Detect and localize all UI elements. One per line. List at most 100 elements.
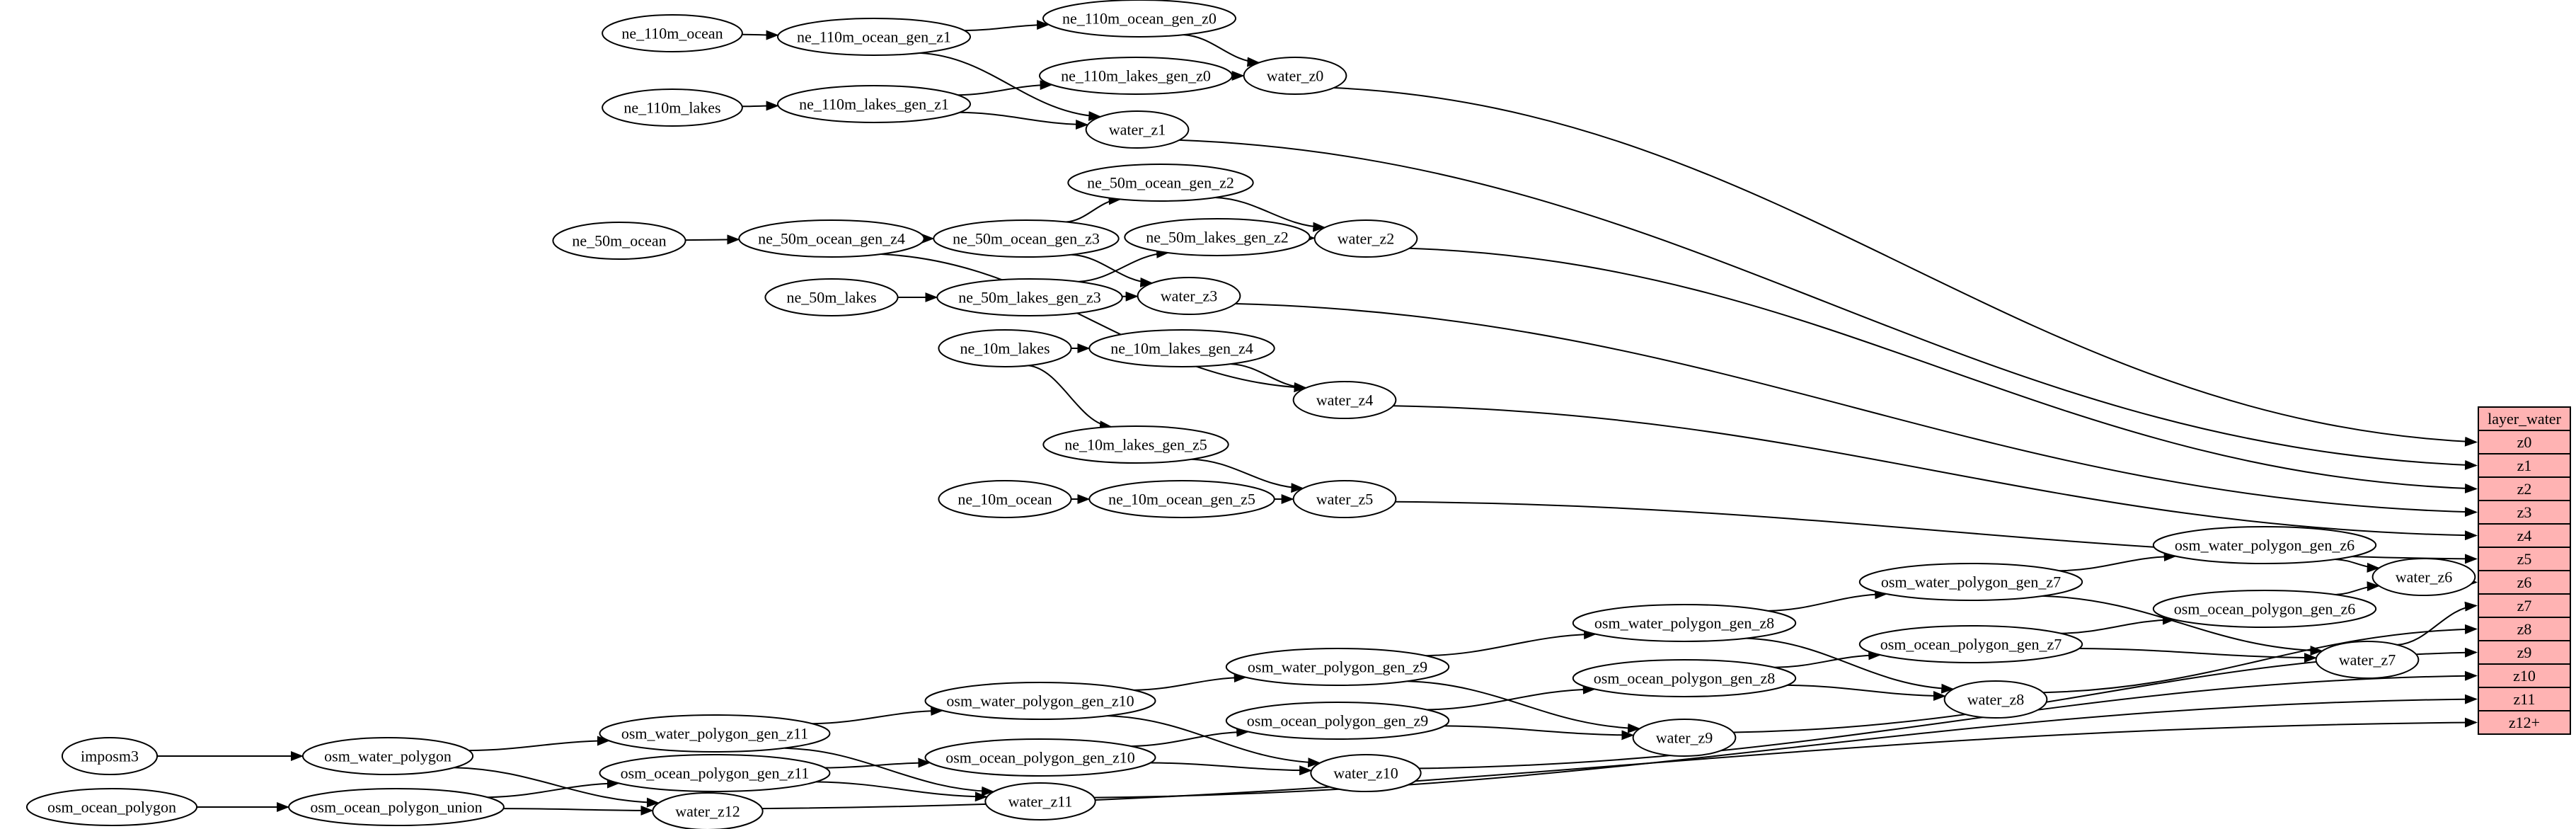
node-label-ne_10m_lakes_gen_z4: ne_10m_lakes_gen_z4 <box>1110 339 1253 357</box>
node-shape-water_z4 <box>1292 381 1397 419</box>
edge-water_z3-to-layer_water-z3 <box>1235 303 2478 518</box>
node-ne_50m_ocean_gen_z3: ne_50m_ocean_gen_z3 <box>933 219 1120 258</box>
node-shape-osm_ocean_polygon_gen_z6 <box>2152 590 2377 628</box>
node-ne_110m_ocean_gen_z1: ne_110m_ocean_gen_z1 <box>777 18 971 56</box>
node-label-water_z11: water_z11 <box>1008 792 1073 810</box>
node-water_z7: water_z7 <box>2315 641 2420 679</box>
node-osm_water_polygon_gen_z10: osm_water_polygon_gen_z10 <box>924 682 1156 720</box>
edge-osm_water_polygon-to-water_z12 <box>454 767 660 808</box>
node-shape-osm_water_polygon_gen_z6 <box>2152 526 2377 564</box>
node-label-ne_110m_ocean_gen_z0: ne_110m_ocean_gen_z0 <box>1062 9 1217 27</box>
edge-osm_ocean_polygon_gen_z7-to-water_z7 <box>2078 648 2317 663</box>
record-row-cell-z3 <box>2478 500 2571 525</box>
node-shape-osm_water_polygon <box>301 737 474 775</box>
node-water_z3: water_z3 <box>1137 277 1241 315</box>
node-osm_ocean_polygon: osm_ocean_polygon <box>25 788 198 826</box>
node-water_z11: water_z11 <box>984 782 1096 821</box>
node-shape-ne_10m_ocean_gen_z5 <box>1088 480 1275 518</box>
node-label-ne_110m_lakes_gen_z1: ne_110m_lakes_gen_z1 <box>799 95 949 113</box>
node-shape-water_z5 <box>1292 480 1397 518</box>
edge-osm_ocean_polygon_gen_z8-to-osm_ocean_polygon_gen_z7 <box>1774 650 1882 668</box>
node-ne_50m_ocean_gen_z4: ne_50m_ocean_gen_z4 <box>738 219 925 258</box>
node-label-ne_110m_lakes_gen_z0: ne_110m_lakes_gen_z0 <box>1061 67 1211 84</box>
edge-ne_110m_ocean_gen_z0-to-water_z0 <box>1183 34 1260 67</box>
node-ne_110m_lakes: ne_110m_lakes <box>602 88 743 127</box>
edge-osm_water_polygon_gen_z11-to-water_z11 <box>784 747 995 796</box>
edge-osm_ocean_polygon_gen_z6-to-water_z6 <box>2335 581 2380 595</box>
node-ne_50m_ocean: ne_50m_ocean <box>552 222 686 260</box>
node-water_z10: water_z10 <box>1310 754 1422 792</box>
node-shape-osm_water_polygon_gen_z7 <box>1858 563 2083 601</box>
record-row-label-z9: z9 <box>2517 644 2532 661</box>
node-ne_10m_ocean: ne_10m_ocean <box>938 480 1072 518</box>
edge-ne_10m_lakes_gen_z5-to-water_z5 <box>1191 458 1304 493</box>
node-ne_10m_lakes_gen_z5: ne_10m_lakes_gen_z5 <box>1042 425 1229 464</box>
node-ne_50m_lakes_gen_z2: ne_50m_lakes_gen_z2 <box>1124 218 1311 256</box>
node-osm_ocean_polygon_gen_z8: osm_ocean_polygon_gen_z8 <box>1572 659 1797 697</box>
node-osm_ocean_polygon_gen_z11: osm_ocean_polygon_gen_z11 <box>599 754 831 792</box>
node-label-ne_10m_ocean_gen_z5: ne_10m_ocean_gen_z5 <box>1108 490 1255 508</box>
node-shape-imposm3 <box>61 737 159 775</box>
node-shape-osm_ocean_polygon_gen_z9 <box>1225 702 1450 740</box>
node-label-osm_ocean_polygon_gen_z7: osm_ocean_polygon_gen_z7 <box>1880 635 2062 653</box>
node-shape-osm_water_polygon_gen_z9 <box>1225 648 1450 686</box>
node-shape-ne_50m_ocean_gen_z2 <box>1067 164 1254 202</box>
node-osm_water_polygon_gen_z9: osm_water_polygon_gen_z9 <box>1225 648 1450 686</box>
edge-osm_water_polygon_gen_z10-to-osm_water_polygon_gen_z9 <box>1134 673 1247 691</box>
record-row-cell-z4 <box>2478 523 2571 548</box>
node-label-ne_110m_ocean_gen_z1: ne_110m_ocean_gen_z1 <box>797 28 951 45</box>
node-label-ne_110m_lakes: ne_110m_lakes <box>623 98 720 116</box>
record-row-label-z7: z7 <box>2517 597 2532 614</box>
edge-ne_110m_ocean_gen_z1-to-ne_110m_ocean_gen_z0 <box>964 20 1050 32</box>
node-label-ne_110m_ocean: ne_110m_ocean <box>621 24 723 42</box>
edge-osm_ocean_polygon_gen_z10-to-osm_ocean_polygon_gen_z9 <box>1131 726 1250 748</box>
node-ne_110m_lakes_gen_z1: ne_110m_lakes_gen_z1 <box>777 85 971 123</box>
node-shape-ne_110m_lakes <box>602 88 743 127</box>
node-ne_110m_ocean: ne_110m_ocean <box>602 14 743 52</box>
node-shape-water_z12 <box>652 792 764 829</box>
layer-water-record: layer_waterz0z1z2z3z4z5z6z7z8z9z10z11z12… <box>2478 406 2571 735</box>
node-label-ne_50m_lakes: ne_50m_lakes <box>786 288 876 306</box>
edge-osm_ocean_polygon_gen_z11-to-osm_ocean_polygon_gen_z10 <box>824 757 931 769</box>
node-shape-ne_10m_ocean <box>938 480 1072 518</box>
record-row-cell-z7 <box>2478 593 2571 618</box>
node-osm_water_polygon_gen_z8: osm_water_polygon_gen_z8 <box>1572 604 1797 642</box>
edges-layer <box>157 20 2478 816</box>
node-osm_water_polygon_gen_z7: osm_water_polygon_gen_z7 <box>1858 563 2083 601</box>
node-water_z4: water_z4 <box>1292 381 1397 419</box>
node-ne_50m_lakes: ne_50m_lakes <box>764 278 899 316</box>
edge-water_z8-to-layer_water-z8 <box>2042 624 2478 694</box>
node-water_z9: water_z9 <box>1632 719 1737 757</box>
node-label-ne_10m_ocean: ne_10m_ocean <box>958 490 1052 508</box>
node-shape-ne_50m_ocean_gen_z4 <box>738 219 925 258</box>
node-label-ne_50m_lakes_gen_z2: ne_50m_lakes_gen_z2 <box>1146 228 1289 246</box>
node-shape-ne_10m_lakes <box>938 329 1072 367</box>
node-label-ne_50m_ocean_gen_z2: ne_50m_ocean_gen_z2 <box>1087 173 1234 191</box>
node-shape-water_z2 <box>1313 219 1418 258</box>
node-osm_ocean_polygon_gen_z10: osm_ocean_polygon_gen_z10 <box>924 738 1156 777</box>
node-shape-water_z0 <box>1243 57 1347 95</box>
edge-osm_ocean_polygon_union-to-osm_ocean_polygon_gen_z11 <box>487 778 620 799</box>
record-row-label-z6: z6 <box>2517 573 2532 591</box>
edge-ne_110m_lakes_gen_z1-to-ne_110m_lakes_gen_z0 <box>958 80 1053 96</box>
edge-osm_water_polygon_gen_z10-to-water_z10 <box>1107 715 1321 768</box>
node-label-osm_water_polygon_gen_z6: osm_water_polygon_gen_z6 <box>2175 536 2354 554</box>
node-label-water_z5: water_z5 <box>1316 490 1374 508</box>
edge-water_z7-to-layer_water-z7 <box>2397 601 2478 646</box>
node-label-water_z3: water_z3 <box>1161 287 1218 304</box>
node-shape-ne_50m_lakes_gen_z3 <box>936 278 1123 316</box>
node-osm_ocean_polygon_gen_z7: osm_ocean_polygon_gen_z7 <box>1858 625 2083 663</box>
edge-osm_water_polygon_gen_z7-to-osm_water_polygon_gen_z6 <box>2059 551 2177 572</box>
node-ne_110m_ocean_gen_z0: ne_110m_ocean_gen_z0 <box>1042 0 1236 38</box>
node-osm_ocean_polygon_gen_z9: osm_ocean_polygon_gen_z9 <box>1225 702 1450 740</box>
record-row-label-z1: z1 <box>2517 457 2532 474</box>
edge-osm_ocean_polygon_gen_z9-to-water_z9 <box>1444 725 1635 741</box>
node-label-osm_ocean_polygon_gen_z6: osm_ocean_polygon_gen_z6 <box>2174 600 2356 617</box>
edge-ne_10m_lakes_gen_z4-to-water_z4 <box>1231 363 1307 393</box>
edge-osm_ocean_polygon_gen_z8-to-water_z8 <box>1787 684 1946 702</box>
node-ne_110m_lakes_gen_z0: ne_110m_lakes_gen_z0 <box>1039 57 1233 95</box>
edge-osm_water_polygon_gen_z7-to-water_z7 <box>2042 595 2323 656</box>
edge-water_z10-to-layer_water-z10 <box>1419 670 2478 770</box>
node-shape-ne_110m_lakes_gen_z1 <box>777 85 971 123</box>
